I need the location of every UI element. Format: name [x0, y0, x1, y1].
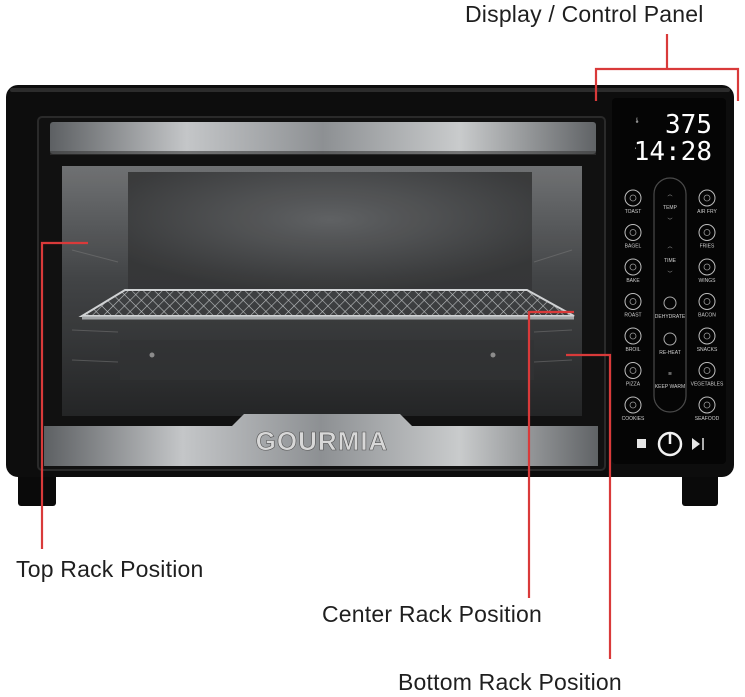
- bake-label: BAKE: [626, 278, 640, 284]
- roast-button[interactable]: [624, 293, 642, 310]
- broil-button[interactable]: [624, 327, 642, 345]
- bagel-label: BAGEL: [625, 244, 642, 250]
- start-icon[interactable]: [692, 438, 700, 450]
- snacks-icon: [703, 332, 711, 340]
- snacks-label: SNACKS: [697, 347, 718, 353]
- wings-icon: [703, 263, 711, 271]
- bacon-label: BACON: [698, 313, 716, 319]
- pizza-button[interactable]: [624, 362, 642, 379]
- temperature-display: 375: [665, 110, 712, 140]
- keep-warm-label: KEEP WARM: [655, 384, 685, 390]
- dehydrate-label: DEHYDRATE: [655, 314, 686, 320]
- power-button[interactable]: [657, 431, 683, 457]
- center-rack-leader: [527, 310, 574, 598]
- toast-label: TOAST: [625, 209, 642, 215]
- cookies-label: COOKIES: [622, 416, 645, 422]
- top-rack-position-callout: Top Rack Position: [16, 556, 204, 582]
- center-rack-position-callout: Center Rack Position: [322, 601, 543, 627]
- temp-label: TEMP: [663, 205, 678, 211]
- wire-rack: [78, 289, 575, 317]
- right-preset-column: AIR FRY FRIES WINGS BACON SNACKS VEGETABLES SE…: [691, 189, 724, 422]
- broil-label: BROIL: [625, 347, 640, 353]
- vegetables-label: VEGETABLES: [691, 382, 724, 388]
- fries-button[interactable]: [698, 224, 716, 241]
- bacon-icon: [703, 298, 711, 305]
- time-up-arrow-icon[interactable]: ︿: [667, 244, 672, 250]
- brand-logo: GOURMIA: [256, 426, 389, 456]
- bottom-rack-leader: [566, 353, 612, 659]
- seafood-icon: [703, 401, 711, 409]
- toast-icon: [629, 194, 637, 202]
- rack-rails: [71, 249, 573, 363]
- cookies-button[interactable]: [624, 396, 642, 414]
- top-rack-leader: [40, 241, 88, 549]
- left-foot: [18, 468, 56, 506]
- thermometer-icon: 🌡: [634, 117, 640, 124]
- left-preset-column: TOAST BAGEL BAKE ROAST BROIL PIZZA COOKIES: [622, 189, 645, 422]
- time-label: TIME: [664, 258, 677, 264]
- air-fry-label: AIR FRY: [697, 209, 717, 215]
- roast-label: ROAST: [624, 313, 641, 319]
- fries-label: FRIES: [700, 244, 715, 250]
- air-fry-icon: [703, 194, 711, 202]
- seafood-button[interactable]: [698, 396, 716, 414]
- oven-back-wall: [128, 172, 532, 292]
- vegetables-button[interactable]: [698, 362, 716, 379]
- time-down-arrow-icon[interactable]: ﹀: [667, 271, 672, 277]
- bagel-button[interactable]: [624, 224, 642, 241]
- bake-button[interactable]: [624, 258, 642, 276]
- wings-button[interactable]: [698, 258, 716, 276]
- door-handle[interactable]: [50, 122, 596, 154]
- stop-icon[interactable]: [637, 439, 646, 448]
- air-fry-button[interactable]: [698, 189, 716, 207]
- callout-lines: [40, 34, 740, 659]
- display-control-panel-callout: Display / Control Panel: [465, 1, 704, 27]
- right-foot: [682, 468, 718, 506]
- reheat-label: RE-HEAT: [659, 350, 681, 356]
- temp-down-arrow-icon[interactable]: ﹀: [667, 218, 672, 224]
- broil-icon: [629, 332, 637, 340]
- fries-icon: [703, 229, 711, 236]
- bagel-icon: [629, 229, 637, 236]
- seafood-label: SEAFOOD: [695, 416, 720, 422]
- reheat-icon[interactable]: [663, 332, 677, 346]
- temp-up-arrow-icon[interactable]: ︿: [667, 192, 672, 198]
- wings-label: WINGS: [699, 278, 717, 284]
- center-control-track: [653, 177, 687, 413]
- pizza-label: PIZZA: [626, 382, 641, 388]
- vegetables-icon: [703, 367, 711, 374]
- cookies-icon: [629, 401, 637, 409]
- dehydrate-icon[interactable]: [663, 296, 677, 310]
- time-display: 14:28: [634, 137, 712, 167]
- toast-button[interactable]: [624, 189, 642, 207]
- pizza-icon: [629, 367, 637, 374]
- keep-warm-icon[interactable]: ≋: [668, 371, 672, 377]
- bottom-rack-position-callout: Bottom Rack Position: [398, 669, 622, 695]
- front-steel-strip: [44, 414, 598, 466]
- bake-icon: [629, 263, 637, 271]
- bacon-button[interactable]: [698, 293, 716, 310]
- clock-icon: ◔: [633, 146, 636, 152]
- snacks-button[interactable]: [698, 327, 716, 345]
- roast-icon: [629, 298, 637, 305]
